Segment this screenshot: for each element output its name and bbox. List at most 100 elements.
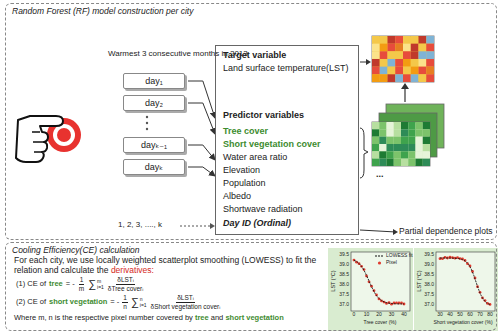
map-cell bbox=[426, 67, 434, 75]
axis-title: Short vegetation cover (%) bbox=[433, 320, 492, 326]
map-cell bbox=[401, 129, 408, 136]
formula-text: (1) CE of bbox=[16, 280, 46, 288]
map-cell bbox=[380, 74, 388, 82]
variable-text: Predictor variables bbox=[223, 110, 304, 120]
leader-line bbox=[360, 62, 367, 63]
map-cell bbox=[411, 59, 419, 67]
variable-text: Shortwave radiation bbox=[223, 204, 303, 214]
map-cell bbox=[380, 36, 388, 44]
map-cell bbox=[416, 144, 423, 151]
connector-arrow bbox=[188, 145, 215, 160]
map-cell bbox=[394, 129, 401, 136]
map-cell bbox=[411, 51, 419, 59]
map-cell bbox=[395, 59, 403, 67]
plot-axes bbox=[351, 252, 410, 311]
map-cell bbox=[372, 74, 380, 82]
map-cell bbox=[372, 144, 379, 151]
map-cell bbox=[403, 74, 411, 82]
map-cell bbox=[388, 74, 396, 82]
footnote: Where m, n is the respective pixel numbe… bbox=[14, 314, 330, 323]
axis-title: Tree cover (%) bbox=[364, 320, 397, 326]
numerator: δLSTᵢ bbox=[176, 294, 195, 303]
day-label: day₂ bbox=[124, 96, 184, 110]
body-text: and bbox=[211, 313, 224, 322]
variable-text: Albedo bbox=[223, 191, 251, 201]
map-cell bbox=[394, 159, 401, 166]
formula-row: (2) CE ofshort vegetation= -1n∑ni=1δLSTᵢ… bbox=[16, 294, 224, 310]
map-cell bbox=[403, 59, 411, 67]
map-cell bbox=[372, 129, 379, 136]
map-cell bbox=[423, 122, 430, 129]
map-cell bbox=[408, 151, 415, 158]
tick-label: 38.0 bbox=[339, 282, 349, 288]
connector-arrow bbox=[188, 103, 215, 134]
map-cell bbox=[403, 51, 411, 59]
denominator: m bbox=[78, 285, 85, 293]
highlight-text: short vegetation bbox=[225, 313, 283, 322]
map-cell bbox=[387, 159, 394, 166]
map-cell bbox=[401, 122, 408, 129]
map-cell bbox=[380, 44, 388, 52]
up-arrow bbox=[404, 88, 405, 102]
plot-axes bbox=[436, 252, 495, 311]
tick-label: 70 bbox=[477, 312, 483, 318]
upper-limit: n bbox=[140, 296, 147, 302]
note-text: Warmest 3 consecutive months in 2013 bbox=[108, 50, 248, 59]
tick-label: 38.5 bbox=[424, 272, 434, 278]
map-cell bbox=[379, 159, 386, 166]
tick-label: 39.5 bbox=[339, 252, 349, 258]
map-cell bbox=[403, 67, 411, 75]
map-cell bbox=[395, 51, 403, 59]
tick-label: 39.0 bbox=[424, 262, 434, 268]
map-cell bbox=[387, 144, 394, 151]
plot-curves bbox=[353, 256, 492, 306]
map-cell bbox=[380, 51, 388, 59]
map-cell bbox=[394, 144, 401, 151]
map-cell bbox=[388, 51, 396, 59]
map-cell bbox=[403, 44, 411, 52]
map-cell bbox=[379, 151, 386, 158]
day-box: day₁ bbox=[123, 73, 185, 89]
map-cell bbox=[419, 51, 427, 59]
axis-title: LST (°C) bbox=[330, 270, 336, 291]
map-cell bbox=[388, 36, 396, 44]
map-cell bbox=[380, 67, 388, 75]
denominator: δTree coverᵢ bbox=[107, 285, 144, 293]
tick-label: 40 bbox=[447, 312, 453, 318]
arrow-head bbox=[401, 83, 409, 89]
map-cell bbox=[416, 151, 423, 158]
tick-label: 30 bbox=[389, 312, 395, 318]
section-panel: Random Forest (RF) model construction pe… bbox=[5, 3, 497, 240]
map-cell bbox=[426, 36, 434, 44]
map-cell bbox=[372, 44, 380, 52]
paragraph: For each city, we use locally weighted s… bbox=[14, 256, 332, 275]
day-box: dayₖ₋₁ bbox=[123, 137, 185, 153]
denominator: δShort vegetation coverᵢ bbox=[150, 303, 222, 311]
sum-sign: ∑ni=1 bbox=[131, 296, 147, 308]
highlight-text: tree bbox=[195, 313, 209, 322]
map-cell bbox=[372, 59, 380, 67]
day-index-text: 1, 2, 3, ...., k bbox=[118, 221, 162, 230]
map-cell bbox=[388, 44, 396, 52]
map-cell bbox=[419, 59, 427, 67]
formula-text: = - bbox=[66, 280, 75, 288]
numerator: 1 bbox=[122, 294, 128, 303]
map-cell bbox=[419, 74, 427, 82]
ellipsis-dots bbox=[146, 116, 148, 130]
lowess-curve bbox=[440, 258, 490, 305]
denominator: n bbox=[122, 303, 128, 311]
formula-text: = - bbox=[110, 298, 119, 306]
connector-arrow bbox=[188, 81, 215, 118]
section-title: Cooling Efficiency(CE) calculation bbox=[12, 245, 140, 255]
tick-label: 37.5 bbox=[339, 292, 349, 298]
map-cell bbox=[419, 44, 427, 52]
map-cell bbox=[394, 122, 401, 129]
sigma: ∑ bbox=[131, 297, 139, 308]
legend-text: Pixel bbox=[386, 260, 397, 266]
day-box: dayₖ bbox=[123, 159, 185, 175]
map-cell bbox=[401, 159, 408, 166]
variable-text: Water area ratio bbox=[223, 152, 287, 162]
map-cell bbox=[416, 122, 423, 129]
fraction: 1n bbox=[122, 294, 128, 310]
